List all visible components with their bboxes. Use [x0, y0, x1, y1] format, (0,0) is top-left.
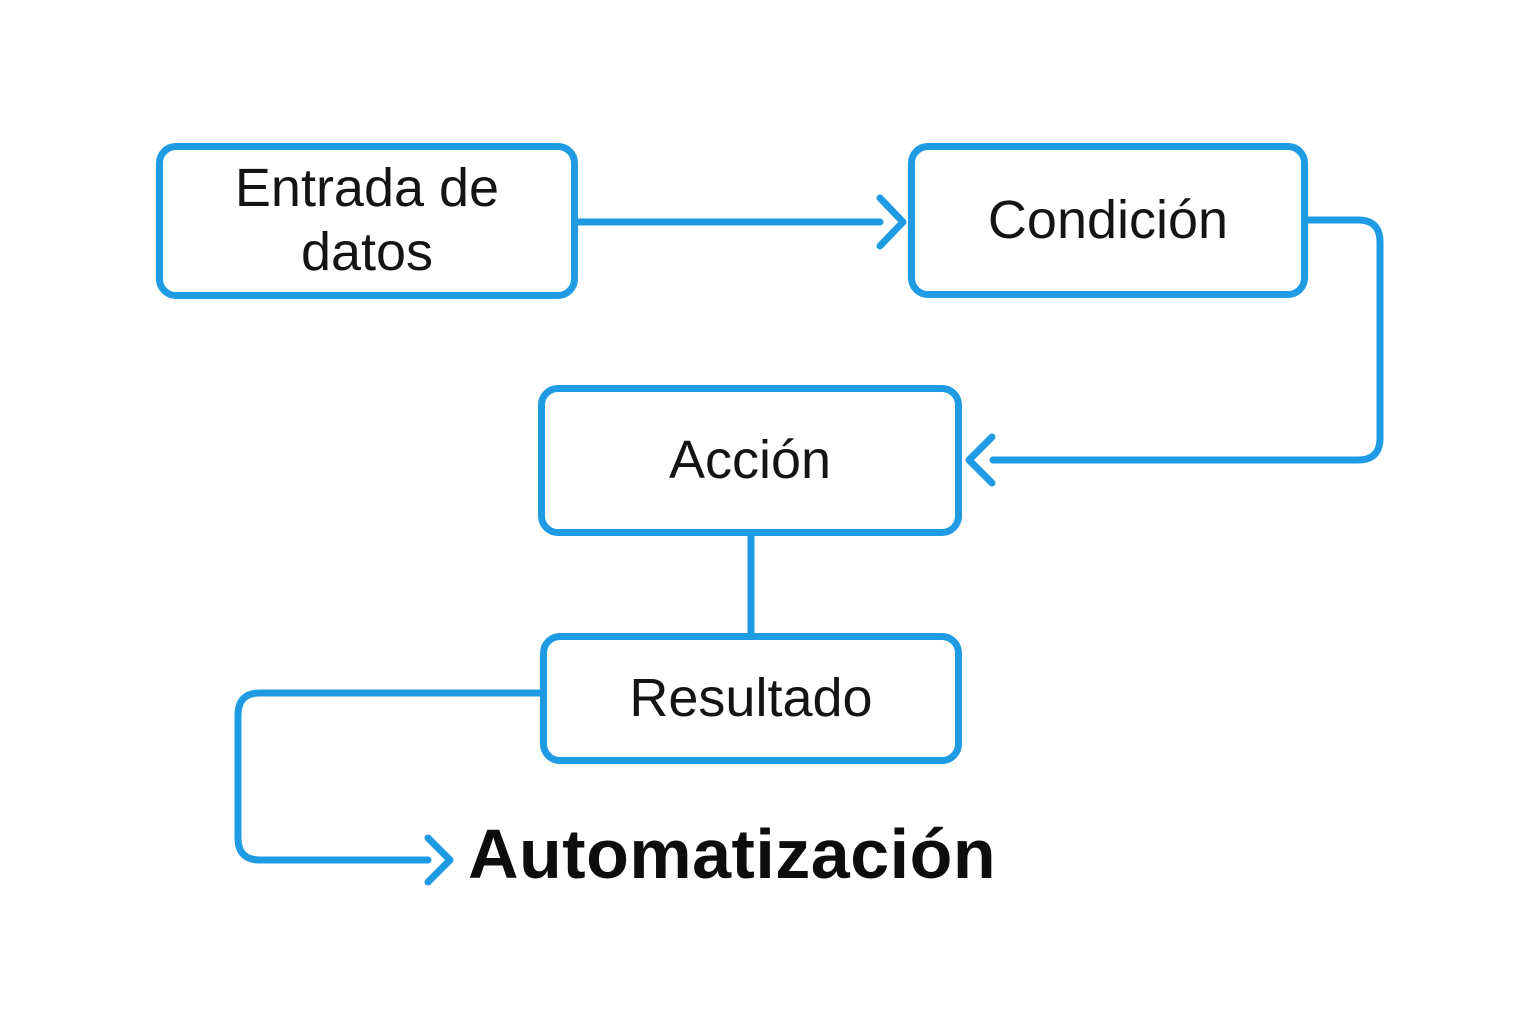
arrow-right-icon: [876, 194, 907, 250]
flow-node-accion: Acción: [538, 385, 962, 536]
flow-node-resultado-label: Resultado: [629, 667, 873, 728]
flow-node-condicion: Condición: [908, 143, 1308, 298]
connector-resultado-automatizacion-line: [234, 689, 544, 864]
arrow-right-icon: [424, 834, 454, 886]
flow-node-entrada: Entrada de datos: [156, 143, 578, 299]
diagram-title: Automatización: [468, 815, 997, 893]
flow-node-entrada-label: Entrada de datos: [234, 158, 500, 282]
arrow-left-icon: [965, 433, 996, 487]
flow-node-resultado: Resultado: [540, 633, 962, 764]
flow-node-accion-label: Acción: [668, 429, 832, 490]
connector-condicion-accion-line: [989, 216, 1384, 464]
flow-node-condicion-label: Condición: [987, 189, 1229, 250]
